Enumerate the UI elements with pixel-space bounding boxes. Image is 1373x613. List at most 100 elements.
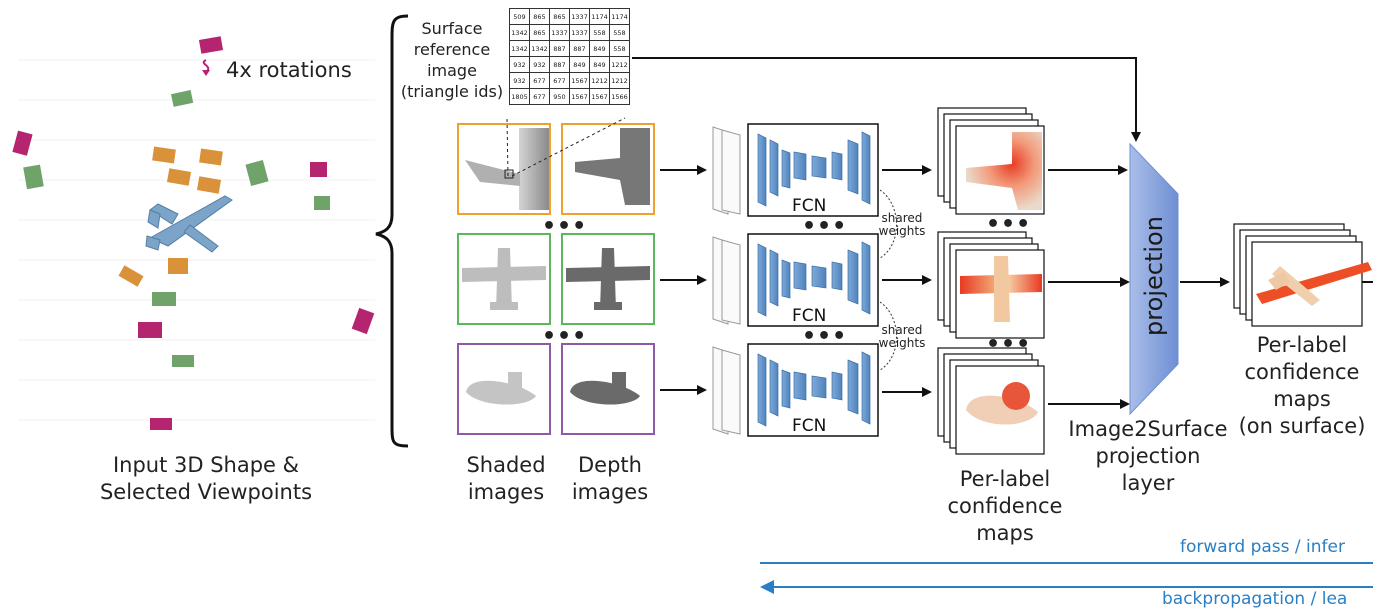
projection-caption-line1: Image2Surface bbox=[1068, 417, 1228, 441]
depth-image-1 bbox=[575, 128, 650, 205]
projection-layer-label: projection bbox=[1140, 216, 1168, 336]
grid-cell: 1212 bbox=[609, 72, 630, 89]
maps-caption-line2: confidence bbox=[947, 494, 1063, 518]
grid-cell: 1337 bbox=[569, 8, 590, 25]
ellipsis-shaded-1: ••• bbox=[542, 214, 588, 239]
grid-cell: 677 bbox=[529, 72, 550, 89]
confidence-map-heat bbox=[960, 132, 1042, 425]
fcn-label-2: FCN bbox=[792, 306, 827, 326]
shared-weights-line2: weights bbox=[878, 336, 926, 350]
grid-cell: 558 bbox=[589, 24, 610, 41]
depth-image-2 bbox=[566, 248, 650, 310]
grid-cell: 849 bbox=[569, 56, 590, 73]
grid-cell: 1337 bbox=[549, 24, 570, 41]
reference-feed-line bbox=[632, 57, 1141, 142]
grid-cell: 558 bbox=[609, 40, 630, 57]
maps-caption-line3: maps bbox=[976, 521, 1034, 545]
input-caption-line1: Input 3D Shape & bbox=[112, 453, 300, 477]
projection-caption-line3: layer bbox=[1121, 471, 1175, 495]
grid-cell: 1337 bbox=[569, 24, 590, 41]
shaded-image-1 bbox=[465, 128, 549, 210]
grid-cell: 1567 bbox=[569, 72, 590, 89]
projection-layer-shape bbox=[1129, 142, 1179, 416]
grid-cell: 1174 bbox=[589, 8, 610, 25]
grid-cell: 558 bbox=[609, 24, 630, 41]
shaded-caption-line1: Shaded bbox=[466, 453, 546, 477]
fcn-label-3: FCN bbox=[792, 416, 827, 436]
shared-weights-line2: weights bbox=[878, 224, 926, 238]
grid-cell: 1342 bbox=[529, 40, 550, 57]
reference-label-line4: (triangle ids) bbox=[400, 82, 504, 101]
reference-label: Surface reference image (triangle ids) bbox=[396, 18, 508, 102]
forward-pass-label: forward pass / infer bbox=[1180, 537, 1345, 557]
maps-caption: Per-label confidence maps bbox=[930, 466, 1080, 547]
input-caption-line2: Selected Viewpoints bbox=[99, 480, 313, 504]
surface-caption-line1: Per-label bbox=[1256, 333, 1348, 357]
shared-weights-line1: shared bbox=[881, 323, 923, 337]
projection-caption: Image2Surface projection layer bbox=[1060, 416, 1236, 497]
input-caption: Input 3D Shape & Selected Viewpoints bbox=[86, 452, 326, 506]
ellipsis-fcn-2: ••• bbox=[802, 324, 848, 349]
zoom-box bbox=[504, 169, 514, 179]
grid-cell: 1566 bbox=[609, 88, 630, 105]
ellipsis-maps-2: ••• bbox=[986, 332, 1032, 357]
grid-cell: 887 bbox=[549, 56, 570, 73]
depth-caption-line1: Depth bbox=[578, 453, 642, 477]
grid-cell: 1174 bbox=[609, 8, 630, 25]
grid-cell: 1342 bbox=[509, 24, 530, 41]
grid-cell: 1212 bbox=[609, 56, 630, 73]
grid-cell: 887 bbox=[569, 40, 590, 57]
rotations-label: 4x rotations bbox=[226, 58, 352, 82]
surface-caption: Per-label confidence maps (on surface) bbox=[1232, 332, 1372, 440]
shaded-image-3 bbox=[466, 372, 536, 405]
input-3d-airplane bbox=[145, 195, 233, 253]
grid-cell: 509 bbox=[509, 8, 530, 25]
depth-caption-line2: images bbox=[571, 480, 649, 504]
input-slices bbox=[712, 126, 741, 435]
ellipsis-maps-1: ••• bbox=[986, 212, 1032, 237]
grid-cell: 677 bbox=[529, 88, 550, 105]
grid-cell: 865 bbox=[549, 8, 570, 25]
grid-cell: 677 bbox=[549, 72, 570, 89]
surface-caption-line4: (on surface) bbox=[1238, 414, 1366, 438]
fcn-label-1: FCN bbox=[792, 196, 827, 216]
maps-caption-line1: Per-label bbox=[959, 467, 1051, 491]
shared-weights-label-2: shared weights bbox=[876, 324, 928, 350]
selection-brace bbox=[375, 14, 409, 448]
surface-airplane bbox=[1256, 262, 1372, 306]
shaded-caption: Shaded images bbox=[456, 452, 556, 506]
zoom-line-left bbox=[506, 117, 509, 177]
shared-weights-line1: shared bbox=[881, 211, 923, 225]
reference-label-line1: Surface bbox=[421, 19, 483, 38]
grid-cell: 849 bbox=[589, 40, 610, 57]
map-output-arrows bbox=[1048, 165, 1130, 409]
grid-cell: 1567 bbox=[569, 88, 590, 105]
surface-caption-line3: maps bbox=[1273, 387, 1331, 411]
grid-cell: 1567 bbox=[589, 88, 610, 105]
grid-cell: 1805 bbox=[509, 88, 530, 105]
fcn-layers bbox=[757, 131, 871, 427]
grid-cell: 865 bbox=[529, 24, 550, 41]
grid-cell: 849 bbox=[589, 56, 610, 73]
grid-cell: 887 bbox=[549, 40, 570, 57]
grid-cell: 1212 bbox=[589, 72, 610, 89]
reference-label-line2: reference bbox=[413, 40, 491, 59]
grid-cell: 932 bbox=[509, 72, 530, 89]
shared-weights-label-1: shared weights bbox=[876, 212, 928, 238]
reference-label-line3: image bbox=[427, 61, 477, 80]
input-arrows bbox=[660, 165, 707, 395]
shaded-image-2 bbox=[462, 248, 546, 310]
grid-cell: 865 bbox=[529, 8, 550, 25]
ellipsis-fcn-1: ••• bbox=[802, 214, 848, 239]
projection-caption-line2: projection bbox=[1095, 444, 1201, 468]
surface-caption-line2: confidence bbox=[1244, 360, 1360, 384]
depth-image-3 bbox=[570, 372, 640, 405]
